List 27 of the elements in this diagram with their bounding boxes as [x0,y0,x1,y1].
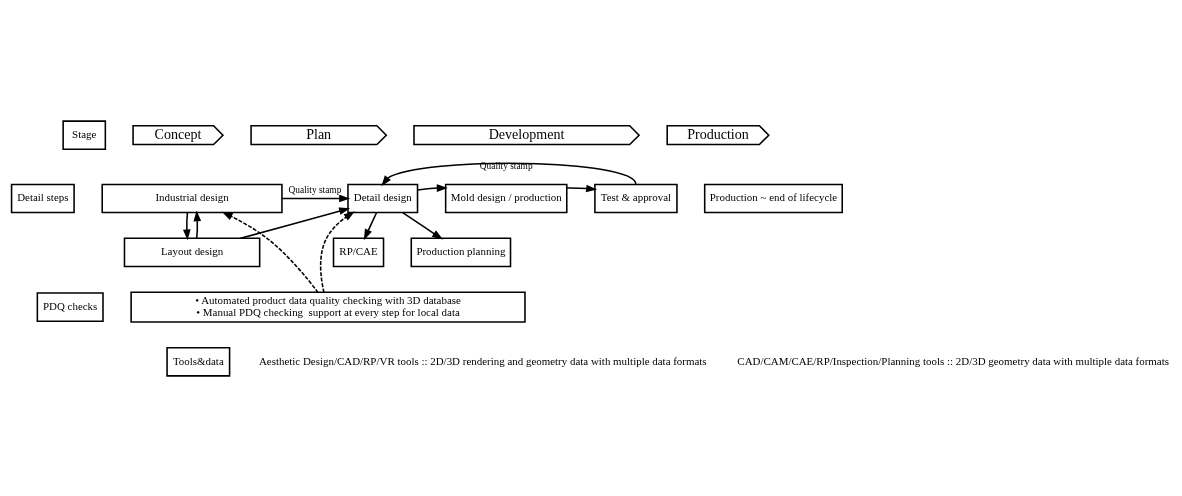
label: Aesthetic Design/CAD/RP/VR tools :: 2D/3D rendering and geometry data with multiple data formats [258,354,707,367]
arrow [239,206,351,239]
arrow [281,194,351,202]
arrow [221,211,319,293]
node-box: Production planning [410,237,512,267]
node-box: Mold design / production [444,183,568,213]
node-box: RP/CAE [332,237,385,267]
arrow [193,209,202,239]
arrow [566,184,598,192]
arrow [319,210,355,293]
arrow [381,162,637,186]
node-box: Layout design [123,237,261,267]
node-box: • Automated product data quality checking with 3D database • Manual PDQ checking support at every step for local data [130,291,526,323]
node-box: Detail design [347,183,419,213]
arrow [363,211,378,240]
node-box: Production ~ end of lifecycle [703,183,843,213]
node-box: Industrial design [101,183,283,213]
label: CAD/CAM/CAE/RP/Inspection/Planning tools :: 2D/3D geometry data with multiple data formats [737,354,1170,367]
edge-label: Quality stamp [288,184,342,195]
node-box: Tools&data [166,346,231,377]
node-box: Test & approval [594,183,678,213]
node-box: PDQ checks [36,291,104,322]
arrow [183,211,191,240]
node-box: Stage [62,119,107,150]
arrow [416,183,448,192]
node-box: Detail steps [10,183,75,213]
arrow [401,211,443,240]
